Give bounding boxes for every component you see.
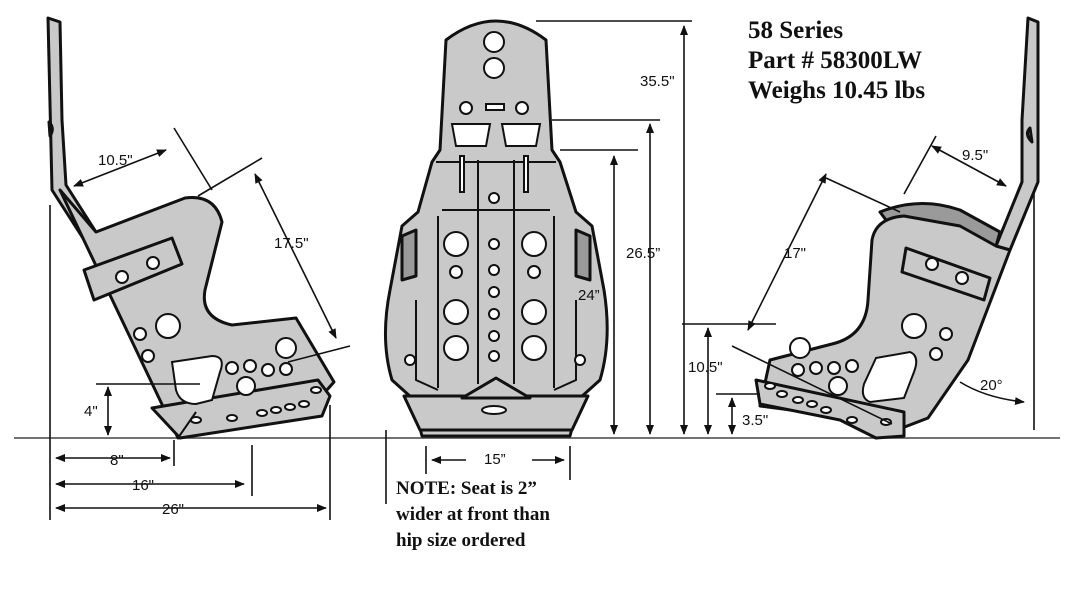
front-dimensions [385, 20, 692, 504]
dim-left-depth-26: 26" [162, 501, 184, 518]
left-side-view [46, 16, 336, 440]
note-line-1: NOTE: Seat is 2” [396, 478, 537, 499]
dim-front-mid: 24” [578, 287, 600, 304]
right-side-view [754, 16, 1040, 440]
dim-left-depth-8: 8" [110, 452, 124, 469]
dim-right-angle: 20° [980, 377, 1003, 394]
right-dimension-labels: 9.5" 17" 10.5" 3.5" 20° [688, 147, 1003, 429]
dim-left-height: 4" [84, 403, 98, 420]
dim-right-height: 10.5" [688, 359, 723, 376]
dim-front-width: 15” [484, 451, 506, 468]
dim-left-shoulder: 10.5" [98, 152, 133, 169]
dim-left-depth-16: 16" [132, 477, 154, 494]
series-title: 58 Series [748, 17, 844, 44]
left-dimension-labels: 10.5" 17.5" 4" 8" 16" 26" [84, 152, 309, 518]
dim-right-back: 17" [784, 245, 806, 262]
dim-left-back: 17.5" [274, 235, 309, 252]
part-number: Part # 58300LW [748, 47, 923, 74]
front-view [384, 19, 609, 438]
front-dimension-labels: 35.5" 26.5” 24” 15” [484, 73, 675, 468]
weight-label: Weighs 10.45 lbs [748, 77, 926, 104]
width-note: NOTE: Seat is 2” wider at front than hip… [396, 476, 550, 554]
note-line-3: hip size ordered [396, 530, 526, 551]
dim-front-shoulder: 26.5” [626, 245, 660, 262]
right-dimensions [682, 135, 1035, 435]
product-header: 58 Series Part # 58300LW Weighs 10.45 lb… [748, 16, 925, 106]
left-dimensions [49, 127, 351, 520]
dim-right-shoulder: 9.5" [962, 147, 988, 164]
note-line-2: wider at front than [396, 504, 550, 525]
dim-right-low: 3.5" [742, 412, 768, 429]
dim-front-total: 35.5" [640, 73, 675, 90]
